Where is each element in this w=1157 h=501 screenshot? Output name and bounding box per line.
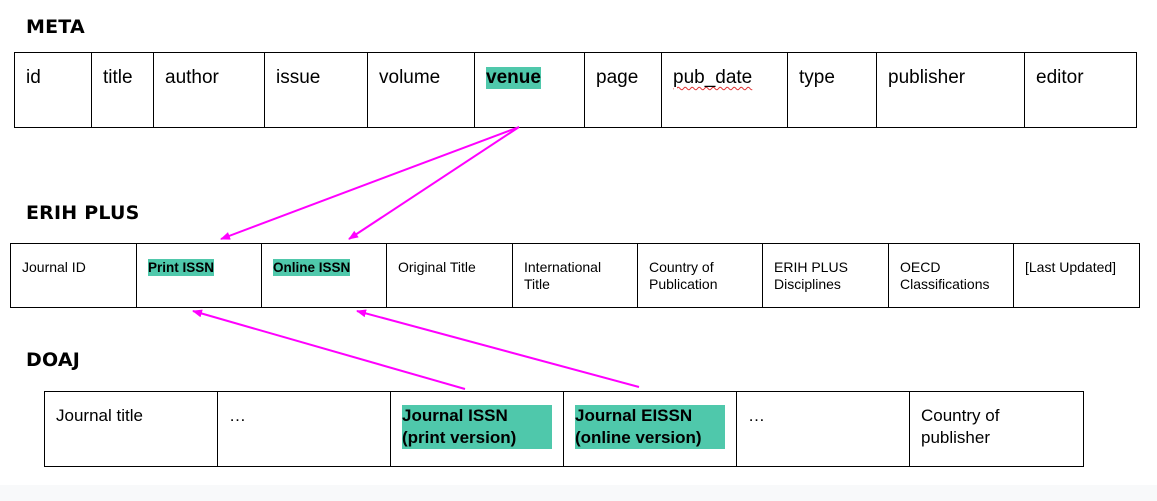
erih-cell-online-issn: Online ISSN [261, 243, 387, 308]
erih-cell-label: ERIH PLUS Disciplines [774, 259, 848, 292]
erih-cell-disciplines: ERIH PLUS Disciplines [762, 243, 889, 308]
erih-cell-journal-id: Journal ID [10, 243, 137, 308]
erih-cell-label: Country of Publication [649, 259, 718, 292]
arrow-venue-to-online-issn [348, 126, 520, 240]
doaj-table-row: Journal title … Journal ISSN (print vers… [44, 391, 1084, 467]
meta-cell-publisher: publisher [876, 52, 1025, 128]
page-footer-band [0, 485, 1157, 501]
erih-cell-label: [Last Updated] [1025, 259, 1117, 275]
erih-cell-label: Journal ID [22, 259, 86, 275]
meta-cell-label: issue [276, 67, 321, 88]
erih-table-row: Journal ID Print ISSN Online ISSN Origin… [10, 243, 1140, 308]
doaj-section-title: DOAJ [26, 349, 80, 371]
erih-cell-print-issn: Print ISSN [136, 243, 262, 308]
erih-cell-country: Country of Publication [637, 243, 763, 308]
erih-section-title: ERIH PLUS [26, 202, 140, 224]
doaj-cell-country: Country of publisher [909, 391, 1084, 467]
erih-cell-print-issn-highlight: Print ISSN [148, 259, 215, 276]
doaj-cell-ellipsis: … [736, 391, 910, 467]
doaj-cell-label: … [229, 406, 246, 425]
erih-cell-label: OECD Classifications [900, 259, 990, 292]
meta-table: id title author issue volume venue page … [14, 52, 1137, 128]
meta-cell-page: page [584, 52, 662, 128]
meta-cell-volume: volume [367, 52, 475, 128]
erih-cell-label: International Title [524, 259, 602, 292]
erih-cell-label: Original Title [398, 259, 476, 275]
meta-cell-label: editor [1036, 67, 1084, 88]
erih-cell-international-title: International Title [512, 243, 638, 308]
meta-cell-type: type [787, 52, 877, 128]
doaj-cell-label: Country of publisher [921, 406, 1000, 447]
meta-cell-pub-date: pub_date [661, 52, 788, 128]
meta-cell-id: id [14, 52, 92, 128]
doaj-cell-label: … [748, 406, 765, 425]
doaj-cell-ellipsis: … [217, 391, 391, 467]
doaj-cell-eissn-online: Journal EISSN (online version) [563, 391, 737, 467]
erih-table: Journal ID Print ISSN Online ISSN Origin… [10, 243, 1140, 308]
meta-cell-label: page [596, 67, 639, 88]
meta-cell-label: volume [379, 67, 441, 88]
erih-cell-online-issn-highlight: Online ISSN [273, 259, 351, 276]
doaj-cell-journal-title: Journal title [44, 391, 218, 467]
doaj-table: Journal title … Journal ISSN (print vers… [44, 391, 1084, 467]
meta-section-title: META [26, 16, 85, 38]
doaj-cell-issn-highlight: Journal ISSN (print version) [402, 405, 552, 449]
meta-cell-author: author [153, 52, 265, 128]
meta-cell-label: publisher [888, 67, 966, 88]
meta-cell-editor: editor [1024, 52, 1137, 128]
meta-cell-label: pub_date [673, 67, 753, 88]
erih-cell-oecd: OECD Classifications [888, 243, 1014, 308]
erih-cell-last-updated: [Last Updated] [1013, 243, 1140, 308]
arrow-doaj-eissn-to-online-issn [356, 309, 640, 388]
meta-cell-issue: issue [264, 52, 368, 128]
meta-cell-label: id [26, 67, 41, 88]
arrow-venue-to-print-issn [220, 126, 520, 240]
meta-cell-venue: venue [474, 52, 585, 128]
arrow-doaj-issn-to-print-issn [192, 309, 466, 390]
doaj-cell-label: Journal title [56, 406, 143, 425]
meta-cell-label: title [103, 67, 133, 88]
doaj-cell-eissn-highlight: Journal EISSN (online version) [575, 405, 725, 449]
erih-cell-original-title: Original Title [386, 243, 513, 308]
meta-cell-label: type [799, 67, 835, 88]
doaj-cell-issn-print: Journal ISSN (print version) [390, 391, 564, 467]
meta-cell-venue-highlight: venue [486, 67, 541, 89]
meta-cell-label: author [165, 67, 219, 88]
meta-table-row: id title author issue volume venue page … [14, 52, 1137, 128]
meta-cell-title: title [91, 52, 154, 128]
